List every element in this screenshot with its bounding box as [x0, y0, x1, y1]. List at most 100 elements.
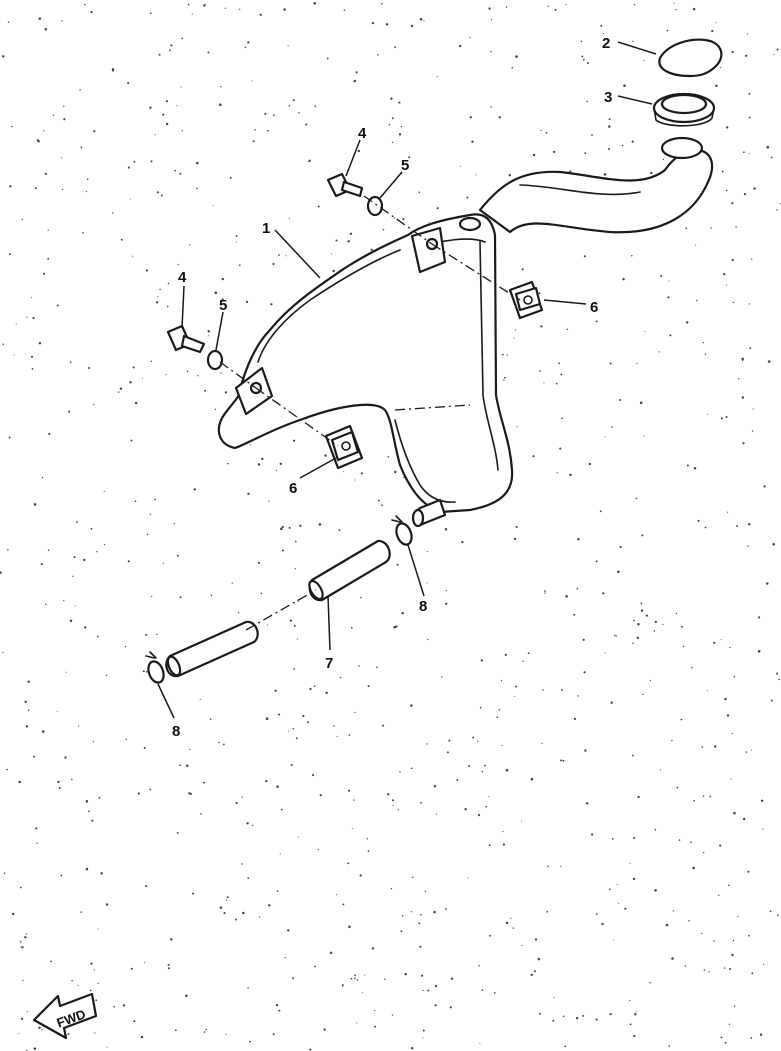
speckle-dot — [725, 189, 728, 192]
speckle-dot — [247, 41, 250, 44]
callout-6-lower: 6 — [289, 480, 297, 497]
hose-clip-lower — [145, 651, 165, 684]
speckle-dot — [510, 917, 512, 920]
speckle-dot — [668, 280, 670, 282]
speckle-dot — [546, 910, 549, 913]
speckle-dot — [534, 938, 538, 941]
speckle-dot — [396, 563, 399, 566]
speckle-dot — [283, 8, 286, 11]
speckle-dot — [502, 831, 504, 833]
speckle-dot — [401, 612, 404, 615]
speckle-dot — [400, 930, 403, 933]
speckle-dot — [428, 222, 430, 224]
speckle-dot — [701, 746, 704, 748]
speckle-dot — [186, 370, 189, 373]
speckle-dot — [287, 929, 290, 932]
speckle-dot — [325, 691, 328, 695]
speckle-dot — [395, 625, 398, 628]
speckle-dot — [400, 125, 403, 128]
speckle-dot — [249, 444, 251, 446]
speckle-dot — [484, 764, 486, 767]
speckle-dot — [80, 911, 82, 913]
speckle-dot — [249, 1040, 251, 1043]
speckle-dot — [711, 29, 714, 33]
speckle-dot — [156, 633, 158, 636]
speckle-dot — [13, 354, 15, 356]
speckle-dot — [67, 1033, 70, 1036]
speckle-dot — [218, 741, 220, 744]
speckle-dot — [204, 389, 207, 392]
speckle-dot — [349, 232, 353, 236]
speckle-dot — [724, 697, 727, 701]
speckle-dot — [305, 123, 308, 126]
speckle-dot — [632, 877, 636, 881]
speckle-dot — [644, 330, 646, 332]
speckle-dot — [179, 764, 182, 767]
speckle-dot — [743, 193, 746, 196]
speckle-dot — [27, 680, 30, 683]
speckle-dot — [654, 620, 657, 624]
speckle-dot — [762, 828, 764, 830]
speckle-dot — [540, 325, 543, 328]
speckle-dot — [299, 524, 302, 527]
speckle-dot — [385, 23, 389, 26]
speckle-dot — [733, 811, 736, 815]
speckle-dot — [538, 292, 541, 295]
speckle-dot — [279, 853, 281, 855]
speckle-dot — [61, 20, 63, 22]
speckle-dot — [653, 630, 656, 632]
speckle-dot — [488, 844, 491, 847]
speckle-dot — [40, 563, 43, 566]
speckle-dot — [776, 48, 779, 51]
speckle-dot — [33, 503, 37, 506]
speckle-dot — [324, 454, 327, 457]
speckle-dot — [247, 986, 249, 989]
speckle-dot — [752, 408, 754, 410]
speckle-dot — [637, 622, 640, 626]
speckle-dot — [94, 1032, 96, 1034]
speckle-dot — [275, 1003, 279, 1007]
speckle-dot — [747, 545, 749, 547]
speckle-dot — [134, 500, 137, 503]
speckle-dot — [446, 751, 449, 754]
speckle-dot — [710, 227, 712, 229]
speckle-dot — [641, 534, 644, 537]
speckle-dot — [394, 46, 396, 49]
speckle-dot — [56, 304, 59, 307]
speckle-dot — [100, 872, 103, 875]
speckle-dot — [97, 928, 99, 930]
speckle-dot — [208, 335, 210, 337]
speckle-dot — [367, 850, 370, 852]
callout-6-right: 6 — [590, 299, 598, 316]
speckle-dot — [649, 982, 651, 984]
speckle-dot — [287, 45, 289, 47]
speckle-dot — [422, 1029, 425, 1032]
speckle-dot — [41, 476, 44, 479]
speckle-dot — [225, 899, 228, 901]
speckle-dot — [575, 1016, 579, 1020]
speckle-dot — [645, 614, 649, 617]
speckle-dot — [242, 911, 245, 915]
speckle-dot — [468, 765, 471, 767]
speckle-dot — [26, 316, 28, 318]
speckle-dot — [22, 979, 24, 982]
speckle-dot — [692, 866, 695, 870]
speckle-dot — [93, 969, 95, 971]
speckle-dot — [751, 258, 753, 260]
speckle-dot — [149, 106, 152, 109]
speckle-dot — [390, 97, 393, 100]
speckle-dot — [88, 810, 90, 813]
speckle-dot — [111, 68, 115, 71]
speckle-dot — [609, 1012, 612, 1016]
speckle-dot — [757, 616, 761, 619]
speckle-dot — [332, 269, 335, 273]
speckle-dot — [84, 3, 86, 6]
speckle-dot — [766, 582, 769, 585]
speckle-dot — [743, 151, 745, 154]
speckle-dot — [38, 1026, 41, 1030]
speckle-dot — [63, 105, 65, 108]
speckle-dot — [323, 1028, 326, 1031]
speckle-dot — [103, 490, 105, 493]
speckle-dot — [173, 522, 176, 525]
speckle-dot — [266, 624, 268, 626]
